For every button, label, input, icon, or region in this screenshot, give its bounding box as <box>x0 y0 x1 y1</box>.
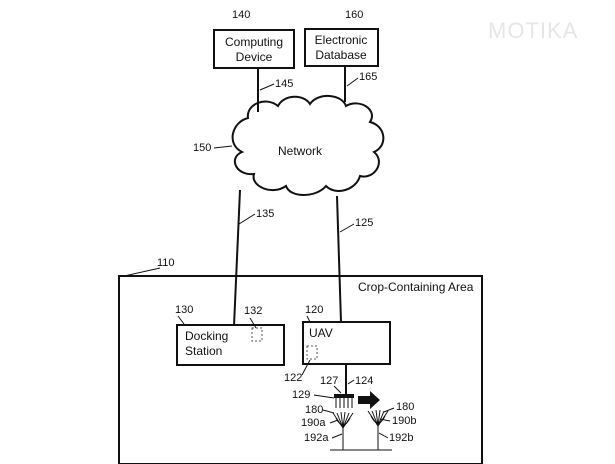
docking-station-ref: 130 <box>175 304 193 316</box>
plant-left-ref-192: 192a <box>304 432 329 444</box>
link-network-docking <box>233 189 241 327</box>
crop-area-label: Crop-Containing Area <box>358 280 474 294</box>
watermark-text: MOTIKA <box>488 18 578 43</box>
leader-129 <box>313 394 335 399</box>
leader-192a <box>331 433 343 439</box>
link-network-uav <box>336 195 342 323</box>
tether-ref-127: 127 <box>320 375 338 387</box>
leader-124 <box>347 379 355 385</box>
crop-area-box <box>118 275 483 464</box>
link-device-network-ref: 145 <box>275 78 293 90</box>
link-network-uav-ref: 125 <box>355 217 373 229</box>
uav-component <box>306 345 318 360</box>
link-database-network-ref: 165 <box>359 71 377 83</box>
leader-110 <box>123 267 161 277</box>
leader-122 <box>301 359 311 376</box>
leader-145 <box>259 83 275 91</box>
crop-area-ref: 110 <box>157 257 175 269</box>
electronic-database-box <box>304 28 379 67</box>
plant-right-ref-192: 192b <box>389 432 413 444</box>
plant-left-ref-180: 180 <box>305 404 323 416</box>
docking-component-ref: 132 <box>244 305 262 317</box>
electronic-database-label-line1: Electronic <box>315 33 368 47</box>
network-cloud <box>231 95 385 196</box>
leader-130 <box>177 315 185 325</box>
electronic-database-ref: 160 <box>345 9 363 21</box>
electronic-database-label-line2: Database <box>315 48 367 62</box>
plant-right-ref-190: 190b <box>392 415 416 427</box>
leader-165 <box>346 77 359 87</box>
leader-180-right <box>383 407 395 413</box>
plant-left-ref-190: 190a <box>301 417 326 429</box>
network-label: Network <box>278 144 323 158</box>
uav-label: UAV <box>309 326 333 340</box>
leader-180-left <box>322 409 335 414</box>
leader-190a <box>329 419 339 424</box>
docking-station-label-line2: Station <box>185 344 222 358</box>
docking-station-label-line1: Docking <box>185 329 228 343</box>
uav-component-ref: 122 <box>284 372 302 384</box>
docking-station-box <box>176 324 285 366</box>
network-ref: 150 <box>193 142 211 154</box>
computing-device-label-line1: Computing <box>225 35 283 49</box>
uav-ref: 120 <box>305 304 323 316</box>
leader-127 <box>333 385 342 394</box>
link-network-docking-ref: 135 <box>256 208 274 220</box>
leader-135 <box>238 213 256 225</box>
leader-192b <box>378 432 389 439</box>
plant-left-icon <box>332 411 354 450</box>
direction-arrow-icon <box>358 391 380 409</box>
computing-device-label-line2: Device <box>236 50 273 64</box>
sensor-ref-129: 129 <box>292 389 310 401</box>
leader-150 <box>213 145 233 149</box>
plant-right-ref-180: 180 <box>396 401 414 413</box>
tether-ref-124: 124 <box>355 375 373 387</box>
leader-132 <box>249 317 257 329</box>
leader-190b <box>379 418 391 422</box>
plant-right-icon <box>367 409 389 450</box>
sensor-bar <box>334 394 354 398</box>
docking-station-component <box>251 327 263 342</box>
computing-device-box <box>213 29 295 69</box>
computing-device-ref: 140 <box>232 9 250 21</box>
leader-125 <box>339 223 355 233</box>
